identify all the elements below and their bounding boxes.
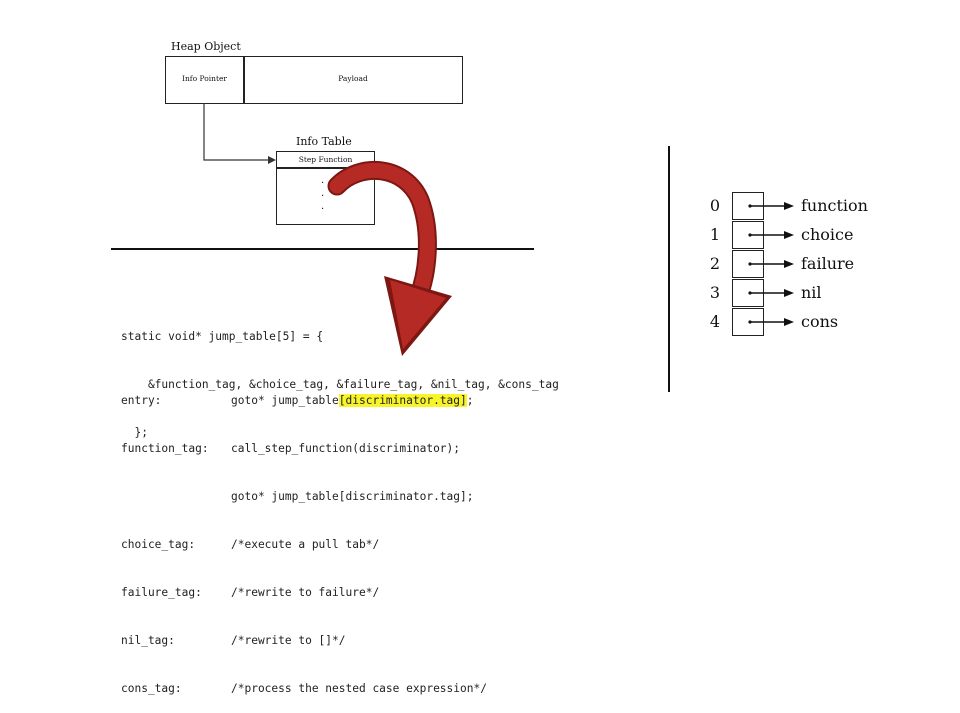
vertical-divider — [668, 146, 670, 392]
code-text: &function_tag, &choice_tag, &failure_tag… — [121, 378, 559, 391]
jump-table-arrows — [748, 202, 794, 326]
jump-table-label: function — [801, 196, 868, 215]
code-statement: call_step_function(discriminator); — [231, 442, 461, 455]
code-text: ; — [466, 394, 474, 407]
code-label: failure_tag: — [121, 586, 202, 599]
heap-object-box — [165, 56, 463, 104]
jump-table-index: 4 — [709, 312, 721, 331]
code-statement: /*rewrite to []*/ — [231, 634, 346, 647]
code-line: &function_tag, &choice_tag, &failure_tag… — [121, 377, 559, 393]
pointer-arrow-icon — [748, 260, 794, 268]
code-line: static void* jump_table[5] = { — [121, 329, 559, 345]
curved-arrow-icon — [327, 160, 452, 356]
code-text: static void* jump_table[5] = { — [121, 330, 324, 343]
code-statement: /*process the nested case expression*/ — [231, 682, 487, 695]
code-statement: goto* jump_table[discriminator.tag]; — [231, 490, 474, 503]
info-table-title: Info Table — [296, 135, 352, 148]
jump-table-index: 0 — [709, 196, 721, 215]
code-label: function_tag: — [121, 442, 209, 455]
code-listing: static void* jump_table[5] = { &function… — [121, 297, 559, 505]
ellipsis-dot: · — [321, 191, 325, 202]
jump-table-label: cons — [801, 312, 839, 331]
pointer-connector — [203, 103, 276, 164]
payload-cell: Payload — [338, 74, 368, 83]
jump-table-index: 3 — [709, 283, 721, 302]
heap-object-divider — [243, 56, 245, 104]
info-table-box — [276, 151, 375, 225]
jump-table-label: nil — [801, 283, 822, 302]
code-label: entry: — [121, 394, 162, 407]
pointer-arrow-icon — [748, 318, 794, 326]
horizontal-divider — [111, 248, 534, 250]
pointer-arrow-icon — [748, 289, 794, 297]
info-table-separator — [276, 167, 375, 169]
info-pointer-cell: Info Pointer — [182, 74, 227, 83]
code-label: cons_tag: — [121, 682, 182, 695]
ellipsis-dot: · — [321, 178, 325, 189]
code-statement: goto* jump_table[discriminator.tag]; — [231, 393, 487, 409]
jump-table-index: 2 — [709, 254, 721, 273]
code-text: }; — [121, 426, 148, 439]
pointer-arrow-icon — [748, 231, 794, 239]
highlighted-expression: [discriminator.tag] — [338, 394, 467, 407]
code-label: nil_tag: — [121, 634, 175, 647]
step-function-cell: Step Function — [298, 155, 353, 164]
pointer-arrow-icon — [748, 202, 794, 210]
ellipsis-dot: · — [321, 204, 325, 215]
jump-table-index: 1 — [709, 225, 721, 244]
code-text: goto* jump_table — [231, 394, 339, 407]
heap-object-title: Heap Object — [171, 40, 241, 53]
jump-table-label: choice — [801, 225, 854, 244]
code-line: }; — [121, 425, 559, 441]
jump-table-label: failure — [801, 254, 855, 273]
code-statement: /*rewrite to failure*/ — [231, 586, 380, 599]
